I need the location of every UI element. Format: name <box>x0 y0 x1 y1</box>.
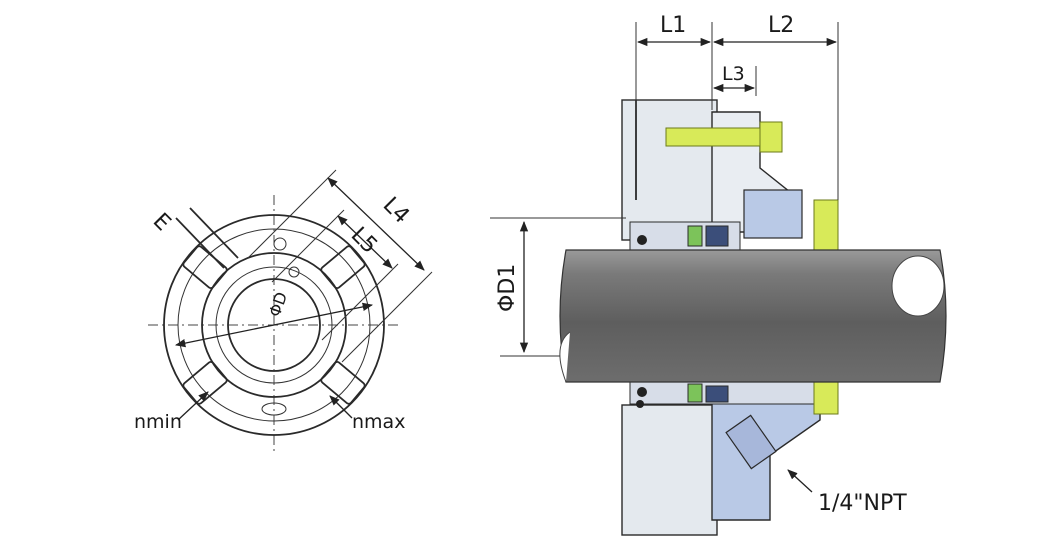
setscrew-hole <box>288 266 300 278</box>
setting-bolt-horizontal <box>665 127 767 147</box>
port-hole <box>261 402 287 416</box>
seal-face-lower <box>705 385 729 403</box>
label-E: E <box>148 209 176 237</box>
label-npt: 1/4"NPT <box>818 491 907 516</box>
bolt-slot-upper-left <box>182 245 228 289</box>
extension-line-d <box>321 263 399 341</box>
oring-lower-1 <box>637 387 647 397</box>
extension-line-b <box>341 271 433 363</box>
front-view: ΦD E L4 L5 nmin nmax <box>134 169 433 455</box>
nmax-leader <box>329 395 353 419</box>
label-nmax: nmax <box>352 411 405 433</box>
green-ring-upper <box>687 225 703 247</box>
seal-face-upper <box>705 225 729 247</box>
green-ring-lower <box>687 383 703 403</box>
oring-lower-2 <box>636 400 644 408</box>
label-L4: L4 <box>378 193 414 229</box>
slot-edge-2 <box>189 207 239 259</box>
housing-lower <box>621 404 718 536</box>
npt-leader <box>787 469 813 493</box>
section-view: L1 L2 L3 ΦD1 1/4"NPT <box>490 13 947 536</box>
shaft-start-cut <box>559 331 571 383</box>
label-L1: L1 <box>660 13 686 38</box>
L4-dimension <box>327 177 425 271</box>
bolt-slot-lower-left <box>182 361 228 405</box>
top-hole <box>273 237 287 251</box>
sleeve-lower <box>629 381 831 405</box>
shaft-end-cut <box>891 255 945 317</box>
bolt-slot-lower-right <box>320 361 366 405</box>
outer-flange-circle <box>163 214 385 436</box>
gland-plate-upper <box>743 189 803 239</box>
gland-bolt-lower <box>813 381 839 415</box>
gland-bolt-upper <box>813 199 839 259</box>
diameter-dimension-line <box>174 302 374 348</box>
label-D1: ΦD1 <box>495 264 520 312</box>
label-L2: L2 <box>768 13 794 38</box>
setting-bolt-head <box>759 121 783 153</box>
npt-port-body <box>725 414 777 470</box>
oring-upper-1 <box>637 235 647 245</box>
label-nmin: nmin <box>134 411 182 433</box>
L5-dimension <box>337 215 393 269</box>
slot-edge-1 <box>175 217 225 269</box>
diameter-label: ΦD <box>265 289 291 319</box>
extension-line-a <box>247 169 337 259</box>
label-L3: L3 <box>722 63 745 85</box>
nmin-leader <box>177 391 209 421</box>
shaft <box>559 249 947 383</box>
